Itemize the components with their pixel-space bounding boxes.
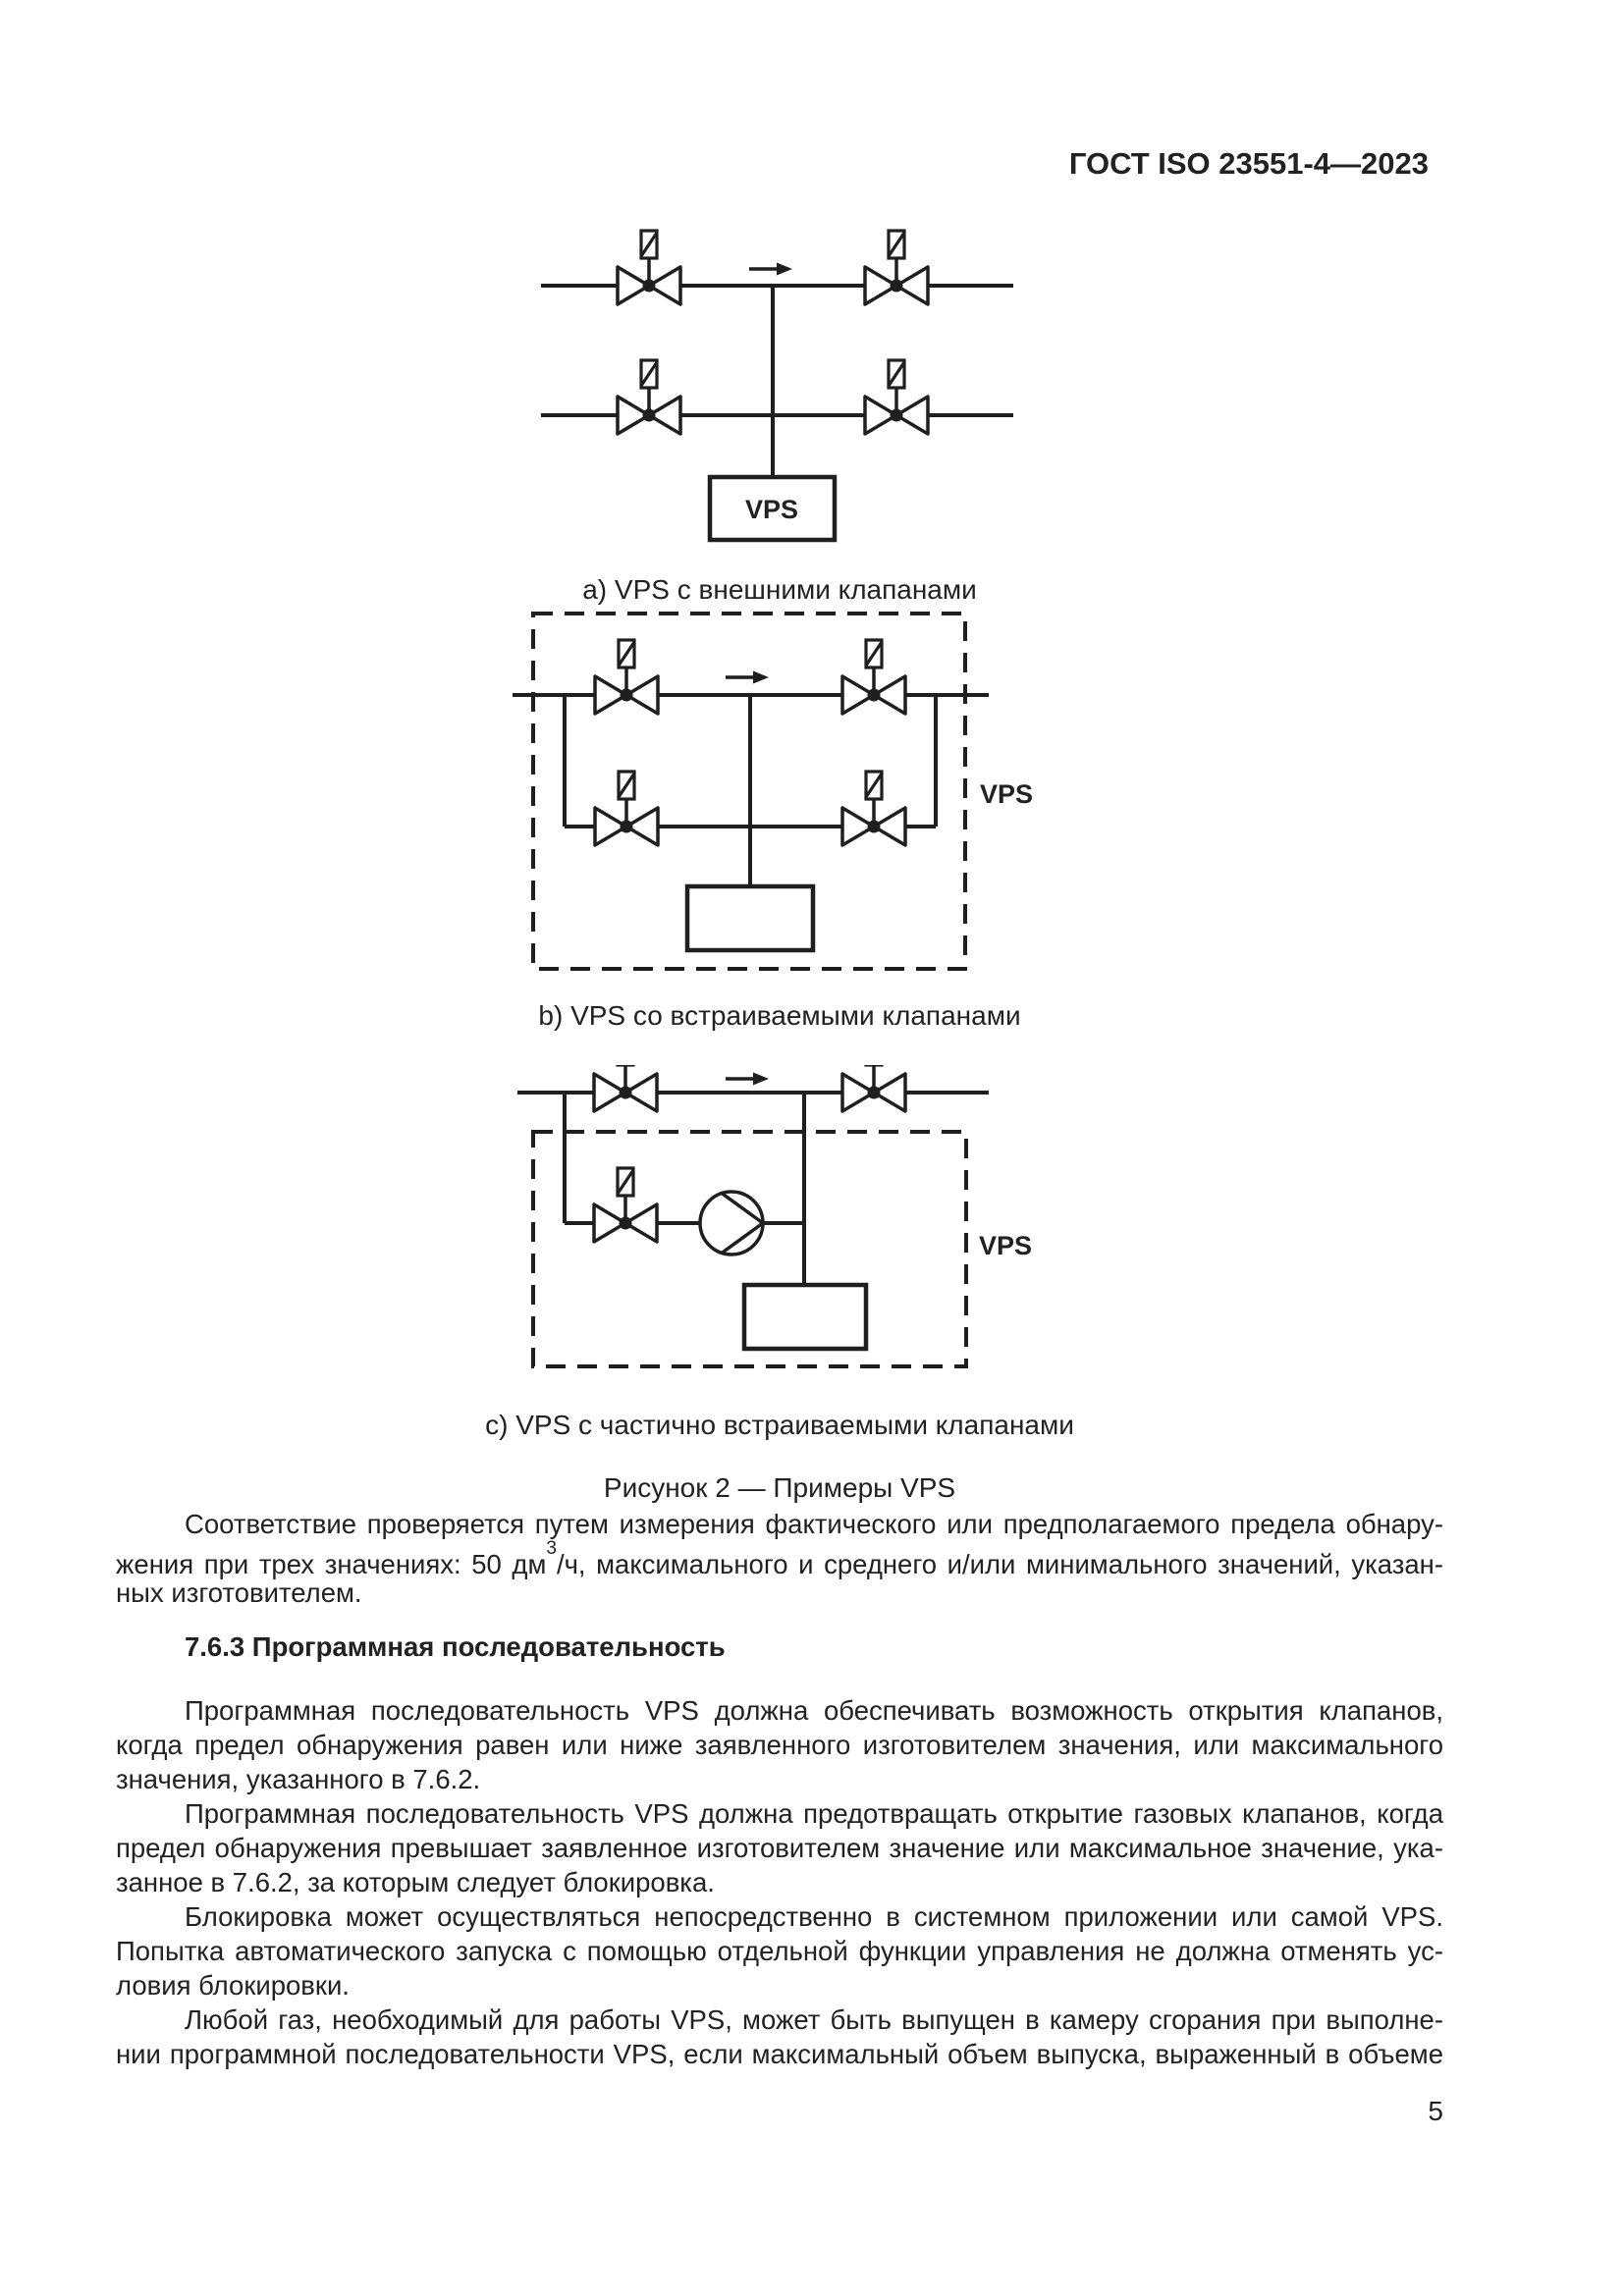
- paragraph-line: предел обнаружения превышает заявленное …: [116, 1833, 1443, 1863]
- control-unit-box: [684, 883, 816, 953]
- paragraph-line: Попытка автоматического запуска с помощь…: [116, 1936, 1443, 1966]
- control-unit-box: [741, 1282, 869, 1352]
- paragraph-line: ловия блокировки.: [116, 1970, 350, 2001]
- figure-caption: Рисунок 2 — Примеры VPS: [603, 1472, 956, 1503]
- paragraph-line: занное в 7.6.2, за которым следует блоки…: [116, 1867, 715, 1897]
- diagram-a-caption: a) VPS с внешними клапанами: [582, 574, 977, 605]
- page-number: 5: [1428, 2096, 1443, 2126]
- diagram-c-vps-partially-integrated: VPS: [517, 1065, 1032, 1368]
- body-text: Соответствие проверяется путем измерения…: [116, 0, 1443, 2296]
- paragraph-line: Блокировка может осуществляться непосред…: [185, 1901, 1443, 1932]
- vps-box-label: VPS: [745, 495, 798, 524]
- paragraph-line: жения при трех значениях: 50 дм3/ч, макс…: [116, 1538, 1443, 1579]
- vps-dashed-boundary: [531, 1130, 968, 1368]
- paragraph-line: Соответствие проверяется путем измерения…: [185, 1509, 1443, 1539]
- text-segment: /ч, максимального и среднего и/или миним…: [556, 1549, 1444, 1580]
- vps-system-label: VPS: [979, 1231, 1032, 1260]
- diagram-a-vps-external-valves: VPS: [541, 229, 1013, 543]
- paragraph-line: Программная последовательность VPS должн…: [185, 1695, 1443, 1726]
- paragraph-line: значения, указанного в 7.6.2.: [116, 1764, 481, 1794]
- paragraph-line: нии программной последовательности VPS, …: [116, 2039, 1443, 2069]
- vps-unit-box: [707, 474, 838, 543]
- text-segment: жения при трех значениях: 50 дм: [116, 1549, 547, 1580]
- document-header: ГОСТ ISO 23551-4—2023: [1068, 146, 1429, 181]
- diagram-c-caption: c) VPS с частично встраиваемыми клапанам…: [485, 1410, 1074, 1440]
- superscript: 3: [546, 1538, 557, 1559]
- vps-dashed-boundary: [531, 612, 967, 971]
- diagram-b-caption: b) VPS со встраиваемыми клапанами: [538, 1000, 1021, 1031]
- section-heading: 7.6.3 Программная последовательность: [185, 1631, 726, 1662]
- vps-system-label: VPS: [980, 779, 1033, 809]
- pump-icon: [698, 1190, 765, 1256]
- paragraph-line: Программная последовательность VPS должн…: [185, 1798, 1443, 1829]
- paragraph-line: ных изготовителем.: [116, 1577, 362, 1608]
- diagram-b-vps-integrated-valves: VPS: [513, 612, 1033, 971]
- paragraph-line: когда предел обнаружения равен или ниже …: [116, 1730, 1443, 1760]
- paragraph-line: Любой газ, необходимый для работы VPS, м…: [185, 2004, 1443, 2035]
